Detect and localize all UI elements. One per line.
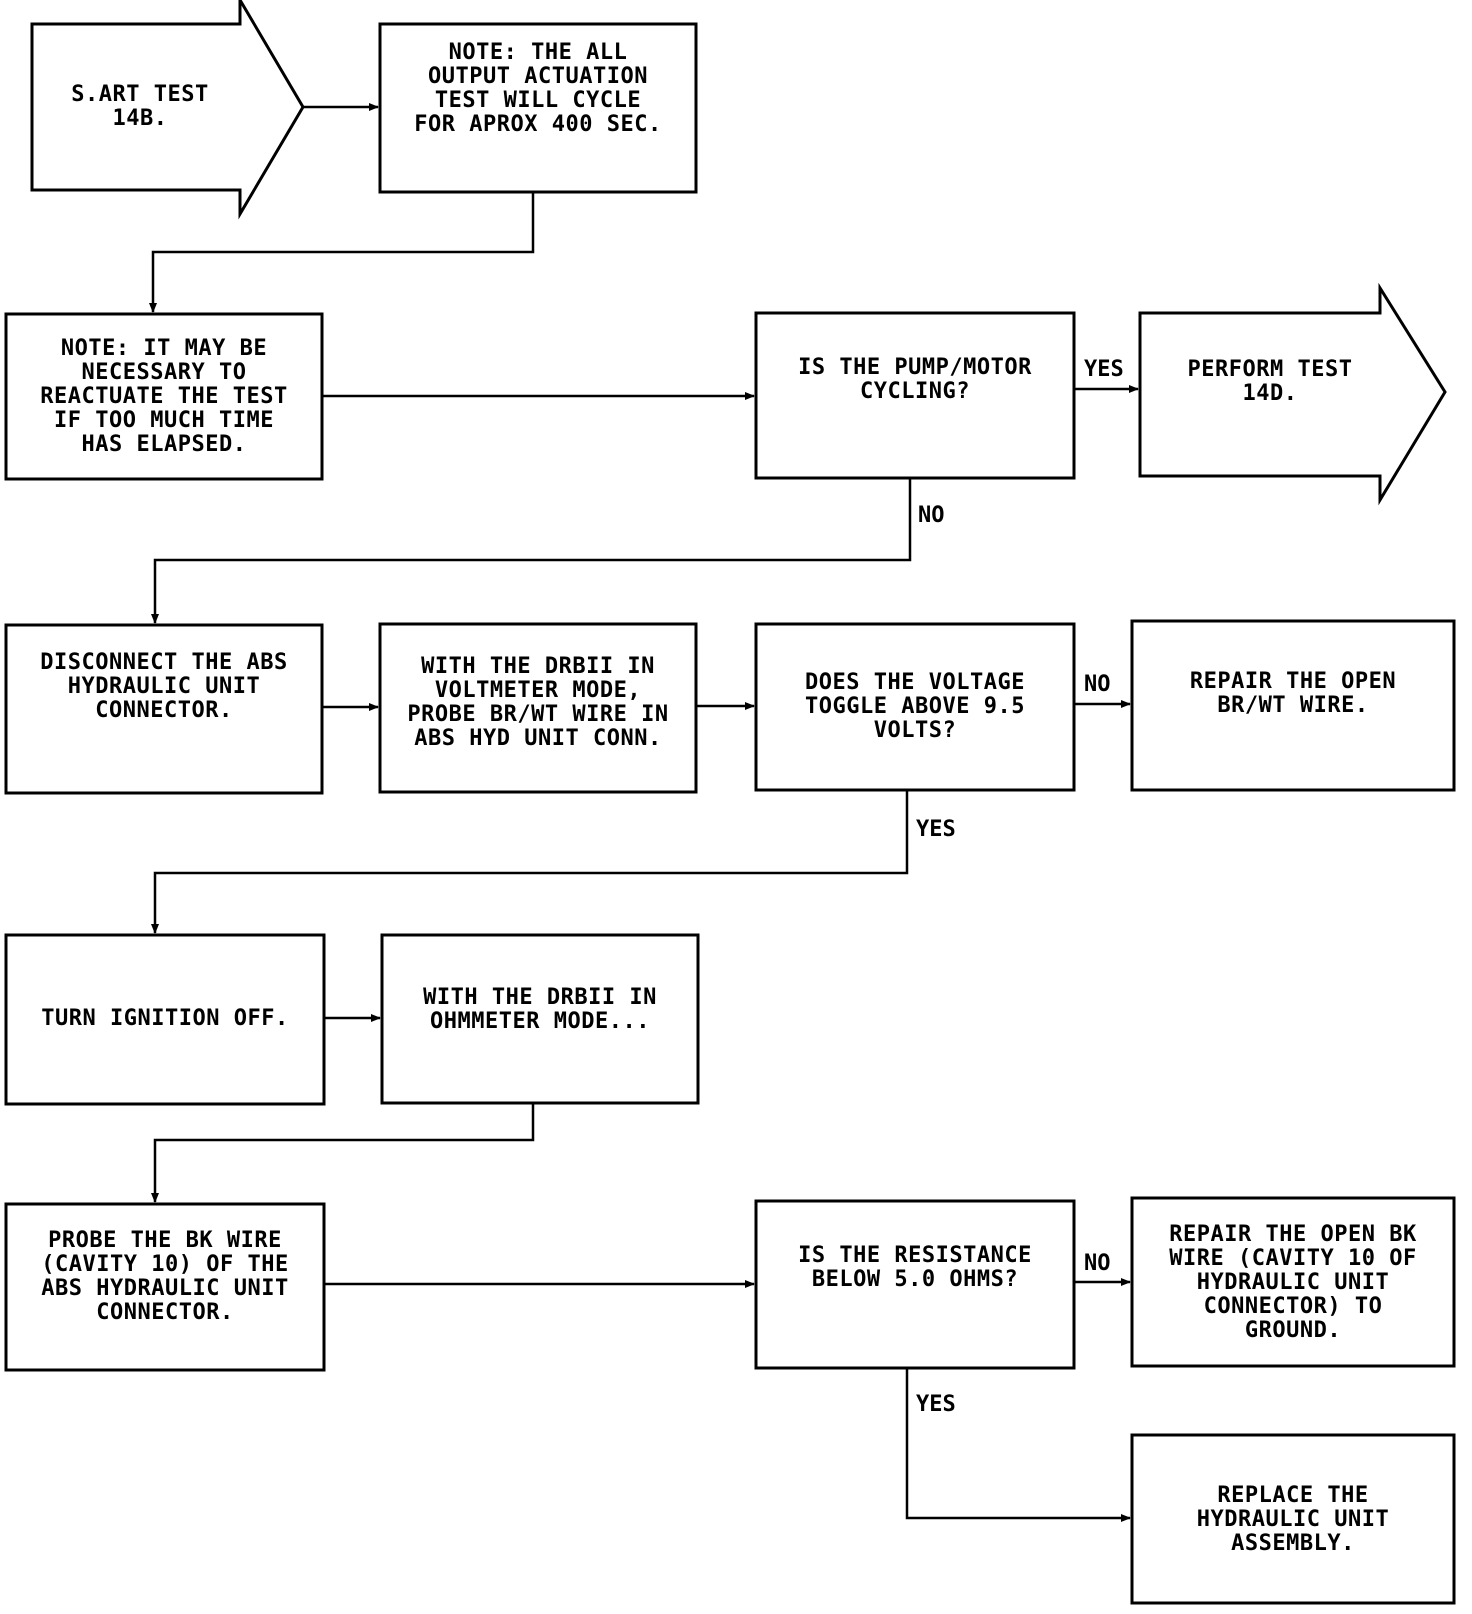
start-arrow-shape [30, 0, 305, 220]
repair-bk-node: REPAIR THE OPEN BK WIRE (CAVITY 10 OF HY… [1169, 1222, 1417, 1343]
label-yes-voltage: YES [916, 817, 956, 842]
q-resistance-node: IS THE RESISTANCE BELOW 5.0 OHMS? [798, 1243, 1032, 1292]
q-pump-node: IS THE PUMP/MOTOR CYCLING? [798, 355, 1032, 404]
q-voltage-box-shape [754, 622, 1076, 792]
connector-qresistance-replace [905, 1368, 1131, 1522]
repair-brwt-box-shape [1130, 619, 1456, 792]
connector-note1-note2 [149, 192, 535, 313]
note1-box-shape [378, 22, 698, 194]
ignition-node: TURN IGNITION OFF. [41, 1006, 289, 1031]
ignition-box-shape [4, 933, 326, 1106]
perform-node: PERFORM TEST 14D. [1187, 357, 1353, 406]
note1-node: NOTE: THE ALL OUTPUT ACTUATION TEST WILL… [414, 40, 662, 137]
repair-brwt-node: REPAIR THE OPEN BR/WT WIRE. [1189, 669, 1397, 718]
connector-qpump-disconnect [151, 478, 912, 624]
perform-arrow-shape [1138, 282, 1447, 506]
probe-bk-node: PROBE THE BK WIRE (CAVITY 10) OF THE ABS… [41, 1228, 289, 1325]
probe-bk-box-shape [4, 1202, 326, 1372]
voltmeter-node: WITH THE DRBII IN VOLTMETER MODE, PROBE … [407, 654, 669, 751]
label-no-resistance: NO [1084, 1251, 1111, 1276]
start-node: S.ART TEST 14B. [71, 82, 209, 131]
repair-bk-box-shape [1130, 1196, 1456, 1368]
disconnect-node: DISCONNECT THE ABS HYDRAULIC UNIT CONNEC… [40, 650, 288, 723]
replace-node: REPLACE THE HYDRAULIC UNIT ASSEMBLY. [1196, 1483, 1390, 1556]
connector-qvoltage-ignition [151, 790, 909, 934]
q-resistance-box-shape [754, 1199, 1076, 1370]
note2-node: NOTE: IT MAY BE NECESSARY TO REACTUATE T… [40, 335, 288, 457]
label-no-pump: NO [918, 503, 945, 528]
disconnect-box-shape [4, 623, 324, 795]
label-no-voltage: NO [1084, 672, 1111, 697]
connector-ohmmeter-probebk [151, 1103, 535, 1203]
replace-box-shape [1130, 1433, 1456, 1605]
q-pump-box-shape [754, 311, 1076, 480]
voltmeter-box-shape [378, 622, 698, 794]
ohmmeter-node: WITH THE DRBII IN OHMMETER MODE... [423, 985, 657, 1034]
q-voltage-node: DOES THE VOLTAGE TOGGLE ABOVE 9.5 VOLTS? [805, 670, 1025, 743]
note2-box-shape [4, 312, 324, 481]
label-yes-pump: YES [1084, 357, 1124, 382]
ohmmeter-box-shape [380, 933, 700, 1105]
label-yes-resistance: YES [916, 1392, 956, 1417]
